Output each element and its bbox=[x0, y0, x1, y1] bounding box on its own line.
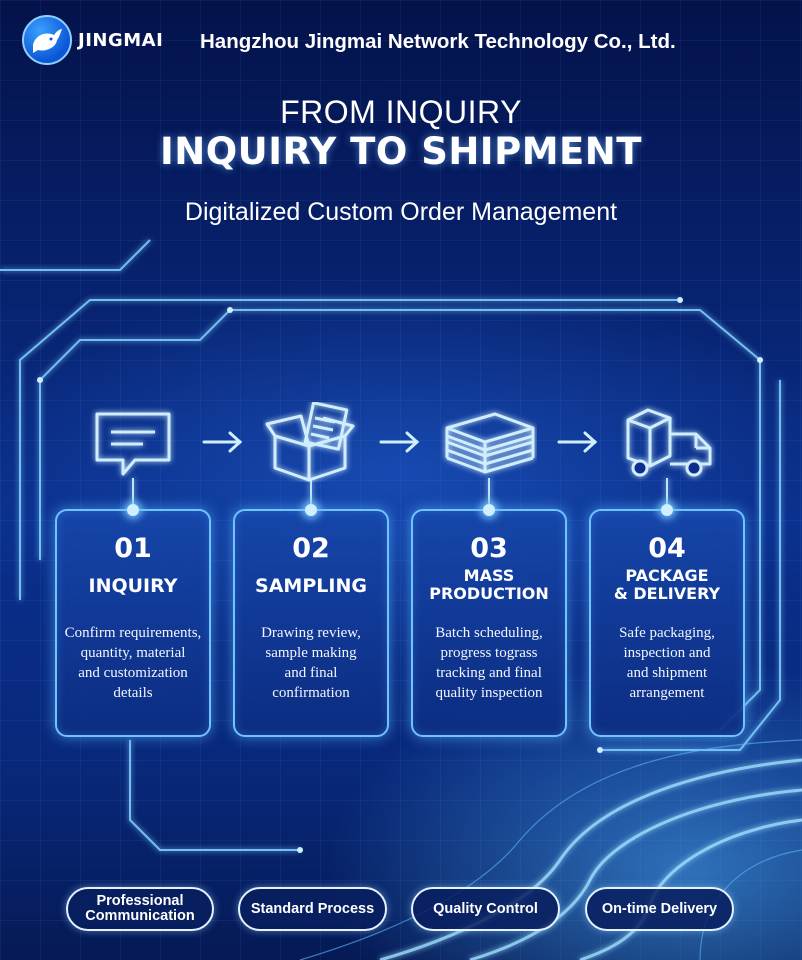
step-card-inquiry: 01 INQUIRY Confirm requirements,quantity… bbox=[55, 504, 211, 737]
subtitle: Digitalized Custom Order Management bbox=[184, 198, 618, 226]
brand-name: JINGMAI bbox=[78, 29, 164, 51]
chat-bubble-icon bbox=[95, 412, 171, 476]
badge-on-time-delivery: On-time Delivery bbox=[585, 887, 734, 931]
stacked-layers-icon bbox=[445, 412, 535, 474]
arrow-right-icon bbox=[557, 431, 598, 453]
step-description: Confirm requirements,quantity, material … bbox=[64, 625, 202, 701]
step-number: 03 bbox=[470, 533, 508, 564]
step-number: 04 bbox=[648, 533, 686, 564]
title-line-2: INQUIRY TO SHIPMENT bbox=[159, 130, 642, 173]
step-description: Safe packaging,inspection and and shipme… bbox=[619, 625, 715, 701]
badge-quality-control: Quality Control bbox=[411, 887, 560, 931]
step-title: SAMPLING bbox=[255, 575, 367, 597]
step-title: PACKAGE& DELIVERY bbox=[613, 566, 721, 603]
step-number: 02 bbox=[292, 533, 330, 564]
sample-box-icon bbox=[265, 402, 355, 482]
header: JINGMAI bbox=[22, 14, 163, 66]
step-description: Batch scheduling,progress tograss tracki… bbox=[435, 625, 543, 701]
delivery-truck-icon bbox=[626, 408, 712, 477]
step-card-package-delivery: 04 PACKAGE& DELIVERY Safe packaging,insp… bbox=[589, 504, 745, 737]
connector-dot bbox=[483, 504, 495, 516]
whale-logo-icon bbox=[22, 15, 72, 65]
title-line-1: FROM INQUIRY bbox=[280, 94, 522, 130]
badge-standard-process: Standard Process bbox=[238, 887, 387, 931]
connector-dot bbox=[661, 504, 673, 516]
step-number: 01 bbox=[114, 533, 152, 564]
connector-dot bbox=[305, 504, 317, 516]
company-name: Hangzhou Jingmai Network Technology Co.,… bbox=[200, 30, 676, 53]
step-card-sampling: 02 SAMPLING Drawing review,sample making… bbox=[233, 504, 389, 737]
step-title: INQUIRY bbox=[88, 575, 178, 597]
connector-dot bbox=[127, 504, 139, 516]
arrow-right-icon bbox=[379, 431, 420, 453]
arrow-right-icon bbox=[202, 431, 243, 453]
